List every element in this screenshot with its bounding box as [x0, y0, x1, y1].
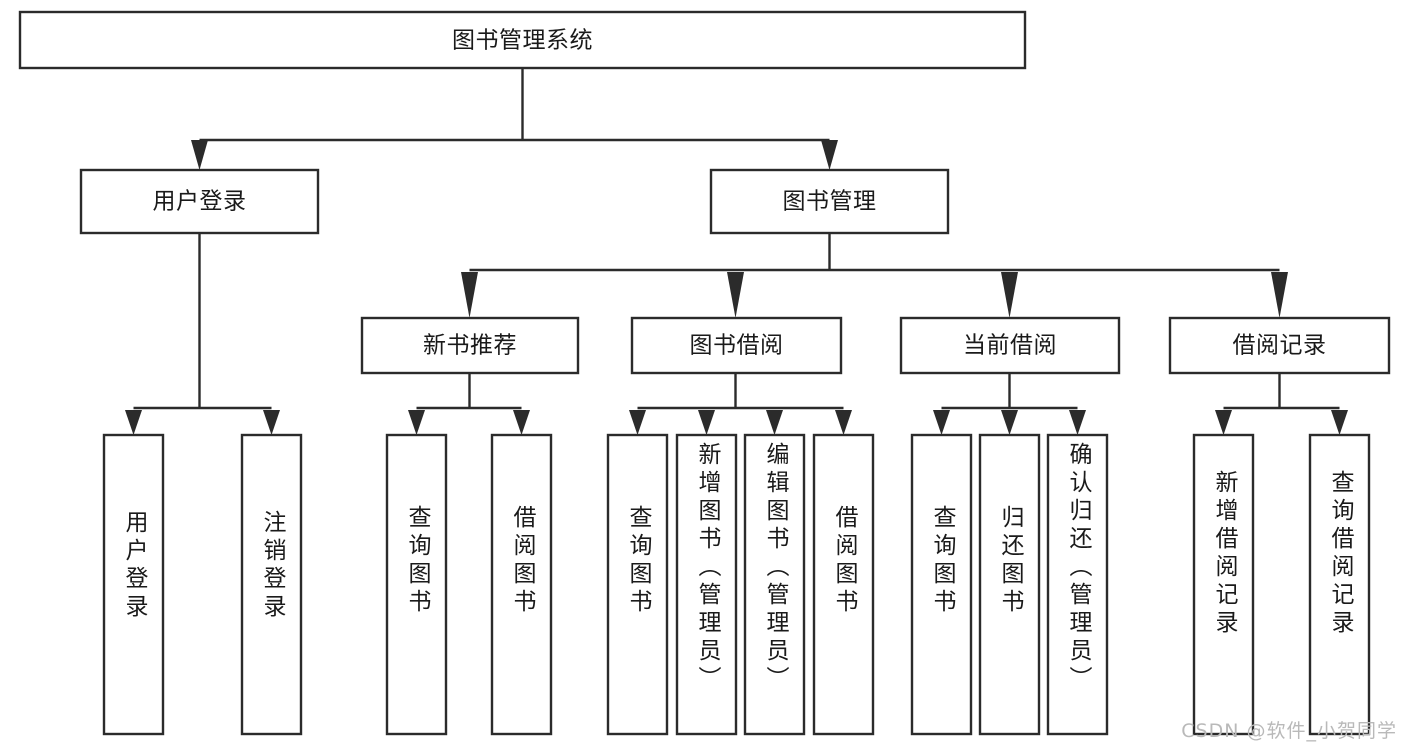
arrow-leaf-user-login [125, 410, 142, 435]
leaf-user-login-box[interactable] [102, 433, 165, 736]
arrow-to-current-borrow [1001, 272, 1018, 318]
node-borrow-record-label: 借阅记录 [1233, 333, 1327, 359]
leaf-confirm-return-box[interactable] [1046, 433, 1109, 736]
node-current-borrow-box[interactable] [899, 316, 1121, 375]
arrow-leaf-borrow-book-1 [513, 410, 530, 435]
node-book-management-label: 图书管理 [783, 189, 877, 215]
arrow-to-borrow-record [1271, 272, 1288, 318]
leaf-query-book-3-box[interactable] [910, 433, 973, 736]
node-root-system-box[interactable] [18, 10, 1027, 70]
arrow-leaf-add-book [698, 410, 715, 435]
arrow-leaf-query-book-1 [408, 410, 425, 435]
arrow-leaf-add-record [1215, 410, 1232, 435]
leaf-add-record-box[interactable] [1192, 433, 1255, 736]
leaf-return-book-box[interactable] [978, 433, 1041, 736]
node-user-login-label: 用户登录 [153, 189, 247, 215]
node-book-management[interactable]: 图书管理 [709, 168, 950, 235]
leaf-query-record-box[interactable] [1308, 433, 1371, 736]
node-book-borrow-label: 图书借阅 [690, 333, 784, 359]
node-new-book-recommend-box[interactable] [360, 316, 580, 375]
leaf-add-book-box[interactable] [675, 433, 738, 736]
arrow-to-book-borrow [727, 272, 744, 318]
node-book-borrow-box[interactable] [630, 316, 843, 375]
node-book-management-box[interactable] [709, 168, 950, 235]
node-user-login-box[interactable] [79, 168, 320, 235]
connector-group-root-to-level2 [191, 68, 838, 170]
connector-group-currentborrow-to-leaves [933, 373, 1086, 435]
arrow-leaf-logout [263, 410, 280, 435]
arrow-leaf-edit-book [766, 410, 783, 435]
node-new-book-recommend-label: 新书推荐 [423, 333, 517, 359]
arrow-leaf-query-book-3 [933, 410, 950, 435]
connector-group-userlogin-to-leaves [125, 233, 280, 435]
node-current-borrow[interactable]: 当前借阅 [899, 316, 1121, 375]
leaf-logout-box[interactable] [240, 433, 303, 736]
connector-group-borrowrecord-to-leaves [1215, 373, 1348, 435]
leaf-node-group [102, 433, 1371, 736]
connector-group-bookmgmt-to-level3 [461, 233, 1288, 318]
leaf-borrow-book-1-box[interactable] [490, 433, 553, 736]
arrow-to-new-book-rec [461, 272, 478, 318]
connector-group-newbook-to-leaves [408, 373, 530, 435]
node-borrow-record[interactable]: 借阅记录 [1168, 316, 1391, 375]
leaf-edit-book-box[interactable] [743, 433, 806, 736]
node-book-borrow[interactable]: 图书借阅 [630, 316, 843, 375]
arrow-leaf-borrow-book-2 [835, 410, 852, 435]
connector-group-bookborrow-to-leaves [629, 373, 852, 435]
arrow-to-user-login [191, 140, 208, 170]
node-root-system[interactable]: 图书管理系统 [18, 10, 1027, 70]
leaf-query-book-1-box[interactable] [385, 433, 448, 736]
node-user-login[interactable]: 用户登录 [79, 168, 320, 235]
leaf-borrow-book-2-box[interactable] [812, 433, 875, 736]
node-new-book-recommend[interactable]: 新书推荐 [360, 316, 580, 375]
arrow-leaf-return-book [1001, 410, 1018, 435]
node-root-system-label: 图书管理系统 [452, 28, 593, 54]
arrow-leaf-query-book-2 [629, 410, 646, 435]
node-borrow-record-box[interactable] [1168, 316, 1391, 375]
arrow-leaf-query-record [1331, 410, 1348, 435]
node-current-borrow-label: 当前借阅 [963, 333, 1057, 359]
leaf-query-book-2-box[interactable] [606, 433, 669, 736]
arrow-leaf-confirm-return [1069, 410, 1086, 435]
arrow-to-book-mgmt [821, 140, 838, 170]
